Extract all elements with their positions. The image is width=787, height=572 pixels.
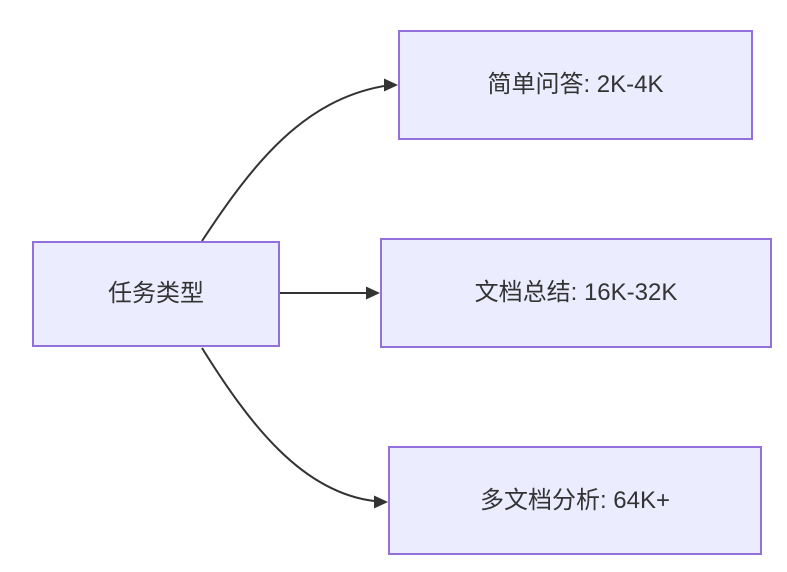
node-simple-qa: 简单问答: 2K-4K xyxy=(398,30,753,140)
arrowhead-icon xyxy=(374,495,388,509)
node-multi-doc: 多文档分析: 64K+ xyxy=(388,446,762,555)
edge-root-to-doc-summary xyxy=(280,286,380,300)
arrowhead-icon xyxy=(384,78,398,92)
node-multi-doc-label: 多文档分析: 64K+ xyxy=(479,486,671,514)
node-doc-summary-label: 文档总结: 16K-32K xyxy=(474,279,678,306)
node-task-type-label: 任务类型 xyxy=(108,280,204,307)
node-doc-summary: 文档总结: 16K-32K xyxy=(380,238,772,348)
node-simple-qa-label: 简单问答: 2K-4K xyxy=(487,71,664,98)
edge-line xyxy=(201,347,375,502)
edge-line xyxy=(201,85,385,242)
arrowhead-icon xyxy=(366,286,380,300)
edge-root-to-simple-qa xyxy=(201,78,398,242)
edge-root-to-multi-doc xyxy=(201,347,388,509)
node-task-type: 任务类型 xyxy=(32,241,280,347)
